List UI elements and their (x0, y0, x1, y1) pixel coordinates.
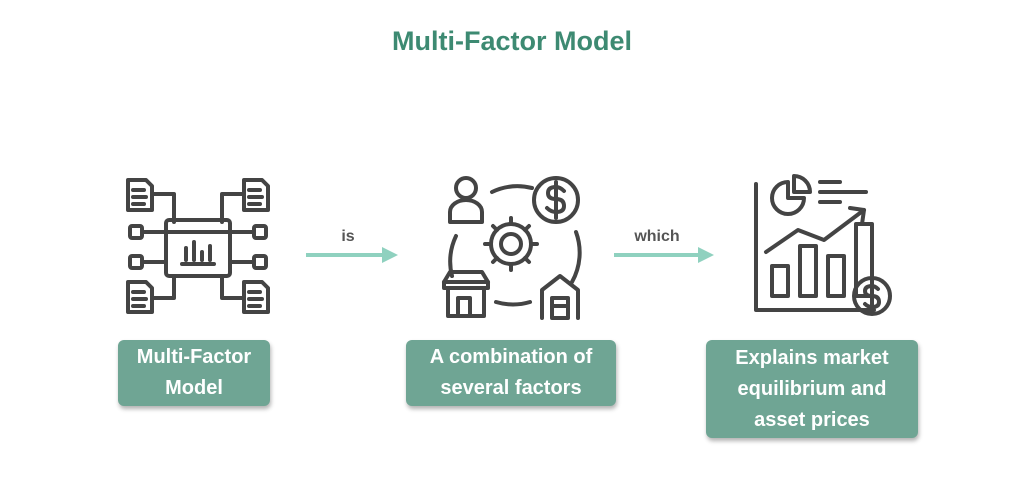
node-label: Multi-Factor Model (136, 346, 252, 399)
arrow-right-icon (306, 247, 398, 263)
node-label: Explains market equilibrium and asset pr… (735, 346, 889, 431)
connector-label-which: which (634, 228, 680, 245)
page-title: Multi-Factor Model (392, 26, 632, 56)
growth-chart-icon (748, 174, 898, 320)
factors-cycle-icon (436, 172, 586, 320)
arrow-right-icon (614, 247, 714, 263)
node-label: A combination of several factors (429, 346, 593, 399)
node-box-explains-market: Explains market equilibrium and asset pr… (706, 340, 918, 438)
node-box-multi-factor-model: Multi-Factor Model (118, 340, 270, 406)
connector-label-is: is (341, 228, 355, 245)
node-box-combination-of-factors: A combination of several factors (406, 340, 616, 406)
data-model-icon (118, 172, 278, 320)
